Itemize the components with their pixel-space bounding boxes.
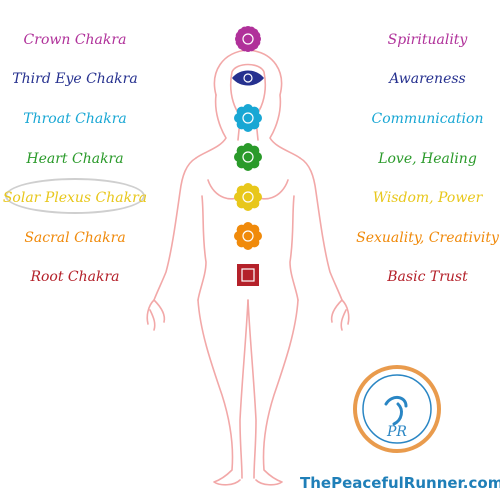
chakra-symbol-throat xyxy=(234,104,262,132)
highlight-ellipse xyxy=(5,178,145,214)
body-outline xyxy=(146,49,350,486)
meaning-heart: Love, Healing xyxy=(378,151,477,167)
logo-text: PR xyxy=(386,424,407,440)
logo-ring xyxy=(353,365,441,453)
meaning-crown: Spirituality xyxy=(387,32,468,48)
peaceful-runner-logo: PR xyxy=(353,365,441,453)
chakra-symbols xyxy=(232,26,264,286)
label-sacral: Sacral Chakra xyxy=(24,230,126,246)
chakra-symbol-heart xyxy=(234,143,262,171)
site-url: ThePeacefulRunner.com xyxy=(300,474,500,492)
chakra-symbol-third-eye xyxy=(232,70,264,86)
logo-inner-ring xyxy=(362,374,432,444)
meaning-third-eye: Awareness xyxy=(389,71,466,87)
label-root: Root Chakra xyxy=(30,269,120,285)
label-crown: Crown Chakra xyxy=(23,32,127,48)
label-solar-plexus: Solar Plexus Chakra xyxy=(2,190,148,206)
meaning-sacral: Sexuality, Creativity xyxy=(356,230,499,246)
chakra-symbol-solar-plexus xyxy=(234,183,262,211)
chakra-symbol-crown xyxy=(235,26,261,52)
label-third-eye: Third Eye Chakra xyxy=(12,71,138,87)
label-throat: Throat Chakra xyxy=(23,111,127,127)
meaning-solar-plexus: Wisdom, Power xyxy=(372,190,483,206)
meaning-throat: Communication xyxy=(371,111,484,127)
chakra-symbol-root xyxy=(237,264,259,286)
chakra-symbol-sacral xyxy=(234,222,262,250)
runner-icon xyxy=(384,396,408,426)
label-heart: Heart Chakra xyxy=(26,151,124,167)
meaning-root: Basic Trust xyxy=(387,269,468,285)
